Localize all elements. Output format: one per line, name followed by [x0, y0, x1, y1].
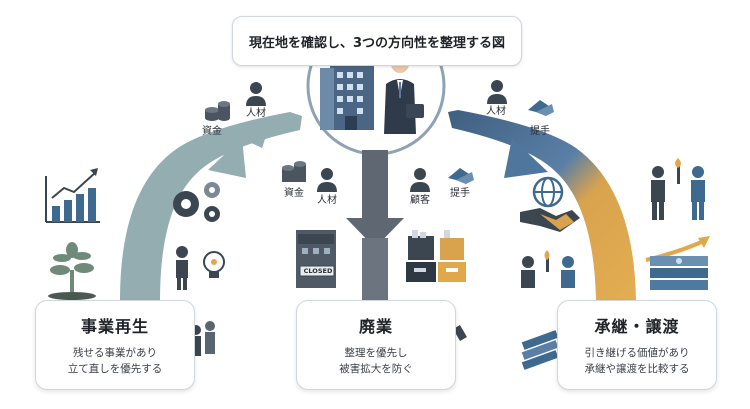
card-desc-line: 被害拡大を防ぐ	[339, 363, 413, 375]
talent-label: 人材	[317, 195, 337, 206]
plant-icon	[48, 242, 96, 300]
lightbulb-icon	[203, 251, 225, 278]
closed-sign-label: CLOSED	[303, 267, 333, 275]
global-handshake-icon	[520, 176, 580, 232]
talent-label: 人材	[246, 108, 266, 119]
worker-icon	[176, 246, 188, 290]
handshake-icon	[528, 100, 554, 116]
person-icon	[487, 80, 507, 104]
card-title: 事業再生	[80, 317, 149, 336]
card-description: 整理を優先し 被害拡大を防ぐ	[297, 345, 455, 377]
customer-icon	[410, 168, 430, 192]
center-arrow	[346, 150, 404, 308]
talent-label: 人材	[486, 106, 506, 117]
customers-label: 顧客	[410, 195, 430, 206]
card-desc-line: 整理を優先し	[344, 347, 408, 359]
card-title: 廃業	[358, 317, 393, 336]
torch-pass-icon	[651, 158, 705, 220]
relay-people-icon	[521, 250, 575, 288]
handshake-icon	[448, 168, 474, 184]
card-title: 承継・譲渡	[594, 317, 680, 336]
funds-label: 資金	[284, 188, 304, 199]
person-icon	[246, 82, 266, 106]
closed-building-icon	[296, 230, 336, 288]
document-icon	[453, 324, 467, 342]
cash-stack-icon	[650, 256, 708, 290]
person-icon	[317, 168, 337, 192]
funds-label: 資金	[202, 126, 222, 137]
card-succession-transfer: 承継・譲渡 引き継げる価値があり 承継や譲渡を比較する	[557, 300, 717, 390]
growth-chart-icon	[45, 168, 100, 223]
partner-label: 提手	[530, 126, 550, 137]
gears-icon	[173, 182, 220, 222]
partner-label: 提手	[450, 188, 470, 199]
card-desc-line: 承継や譲渡を比較する	[584, 363, 690, 375]
card-closure: 廃業 整理を優先し 被害拡大を防ぐ	[296, 300, 456, 390]
archive-boxes-icon	[406, 230, 466, 282]
card-description: 引き継げる価値があり 承継や譲渡を比較する	[558, 345, 716, 377]
coins-icon	[282, 161, 306, 182]
card-description: 残せる事業があり 立て直しを優先する	[36, 345, 194, 377]
cash-stack-icon	[521, 330, 559, 370]
card-desc-line: 引き継げる価値があり	[584, 347, 690, 359]
card-business-revival: 事業再生 残せる事業があり 立て直しを優先する	[35, 300, 195, 390]
right-arrow	[448, 110, 636, 300]
left-arrow	[120, 112, 302, 300]
card-desc-line: 残せる事業があり	[73, 347, 157, 359]
diagram-title: 現在地を確認し、3つの方向性を整理する図	[232, 16, 522, 66]
title-text: 現在地を確認し、3つの方向性を整理する図	[248, 35, 506, 51]
card-desc-line: 立て直しを優先する	[67, 363, 163, 375]
coins-icon	[205, 101, 230, 121]
